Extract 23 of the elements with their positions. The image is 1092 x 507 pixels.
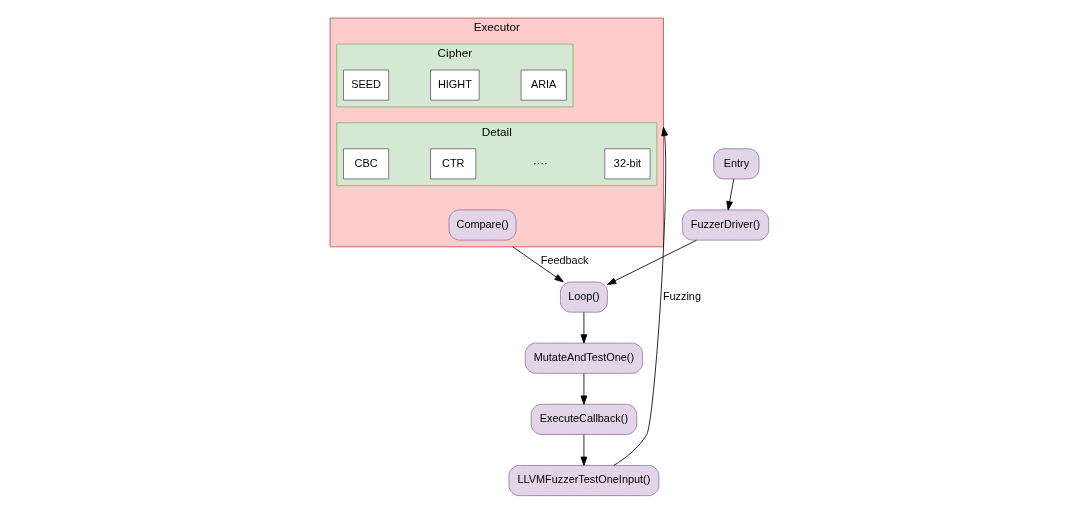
node-box: CBC <box>343 148 390 180</box>
arrow <box>580 311 588 344</box>
node-box: CTR <box>430 148 477 180</box>
node-box: 32-bit <box>604 148 651 180</box>
edge-label: Feedback <box>540 253 589 266</box>
node-box: MutateAndTestOne() <box>524 342 643 374</box>
label: ···· <box>533 156 548 169</box>
node-box: Compare() <box>448 209 517 241</box>
node-box: SEED <box>343 69 390 101</box>
arrow <box>512 246 564 283</box>
arrow <box>607 239 697 285</box>
arrow <box>726 178 735 211</box>
arrow <box>613 126 668 466</box>
edge-label: Fuzzing <box>662 289 701 302</box>
arrow <box>580 434 588 466</box>
arrow <box>580 373 588 405</box>
node-box: FuzzerDriver() <box>681 209 770 241</box>
node-box: Loop() <box>560 281 608 313</box>
node-box: LLVMFuzzerTestOneInput() <box>508 465 660 497</box>
node-box: Entry <box>713 148 760 180</box>
node-box: HIGHT <box>430 69 480 101</box>
node-box: ARIA <box>520 69 567 101</box>
node-box: ExecuteCallback() <box>530 403 638 435</box>
